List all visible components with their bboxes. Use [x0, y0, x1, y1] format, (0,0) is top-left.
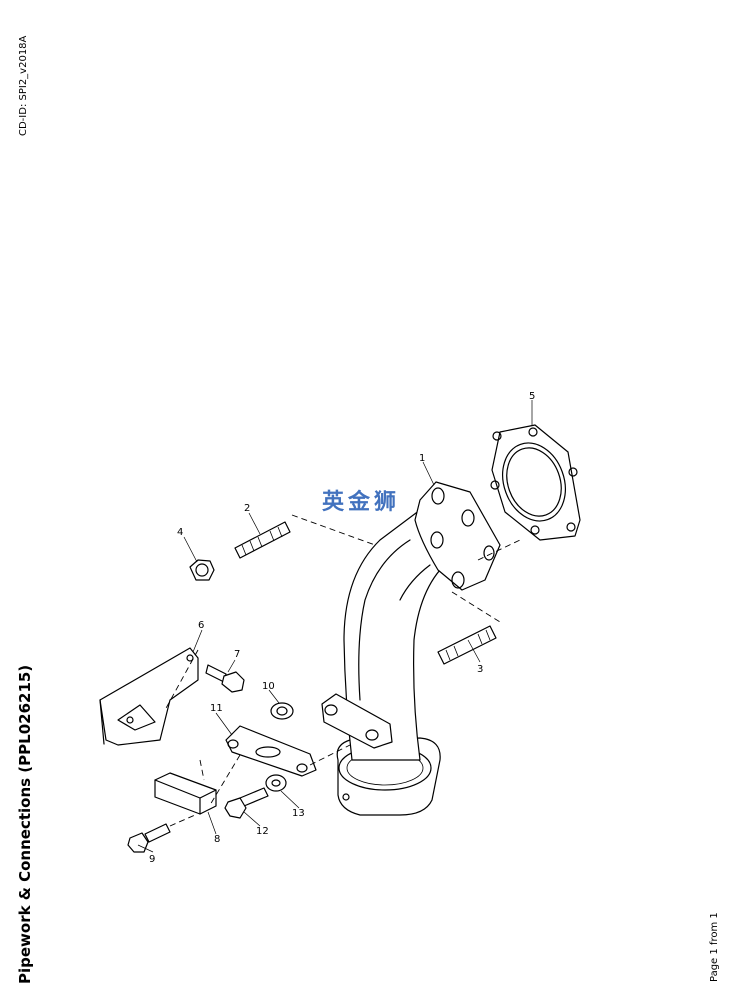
part-3-stud: [437, 625, 497, 665]
leader-lines: [137, 400, 533, 853]
callout-11: 11: [210, 703, 223, 714]
watermark-logo: 英金狮: [322, 490, 401, 515]
part-9-bolt: [127, 823, 171, 853]
callout-5: 5: [529, 391, 535, 402]
callout-12: 12: [256, 826, 269, 837]
assembly-lines: [164, 514, 521, 827]
callout-2: 2: [244, 503, 250, 514]
callout-6: 6: [198, 620, 204, 631]
part-2-stud: [234, 521, 291, 559]
part-6-bracket: [99, 647, 199, 746]
callout-7: 7: [234, 649, 240, 660]
part-8-spacer-block: [154, 772, 217, 815]
part-5-gasket: [490, 424, 581, 541]
callout-4: 4: [177, 527, 183, 538]
part-1-pipe-elbow: [321, 481, 501, 816]
part-4-nut: [189, 559, 215, 581]
part-12-bolt: [224, 787, 269, 819]
part-13-washer: [265, 774, 287, 792]
part-11-support-bracket: [225, 725, 317, 777]
callout-8: 8: [214, 834, 220, 845]
callout-13: 13: [292, 808, 305, 819]
callout-labels: 1 2 3 4 5 6 7 8 9 10 11 12 13: [149, 391, 535, 865]
callout-10: 10: [262, 681, 275, 692]
part-10-washer: [270, 702, 294, 720]
callout-1: 1: [419, 453, 425, 464]
callout-3: 3: [477, 664, 483, 675]
part-7-bolt: [205, 664, 245, 693]
callout-9: 9: [149, 854, 155, 865]
